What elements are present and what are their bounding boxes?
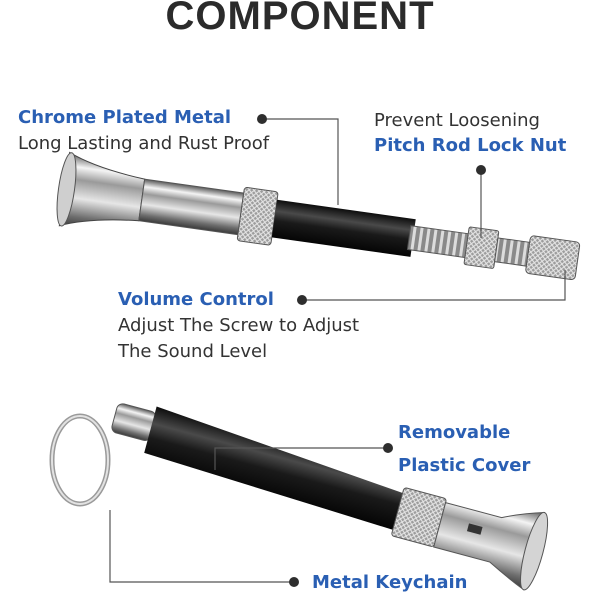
keychain-callout-title: Metal Keychain (312, 572, 468, 593)
volume-callout-line2: The Sound Level (118, 341, 268, 362)
chrome-callout-title: Chrome Plated Metal (18, 107, 232, 128)
volume-callout-title: Volume Control (118, 289, 274, 310)
callout-dots (257, 114, 486, 587)
chrome-callout-desc: Long Lasting and Rust Proof (18, 133, 270, 154)
cover-callout-line2: Plastic Cover (398, 455, 531, 476)
lock-callout-subtitle: Prevent Loosening (374, 110, 540, 131)
cover-callout-line1: Removable (398, 422, 511, 443)
callout-lines (109, 118, 566, 583)
volume-callout-line1: Adjust The Screw to Adjust (118, 315, 360, 336)
covered-whistle (49, 403, 549, 591)
chrome-whistle (56, 151, 581, 280)
page-title: COMPONENT (165, 0, 435, 38)
lock-callout-title: Pitch Rod Lock Nut (374, 135, 567, 156)
